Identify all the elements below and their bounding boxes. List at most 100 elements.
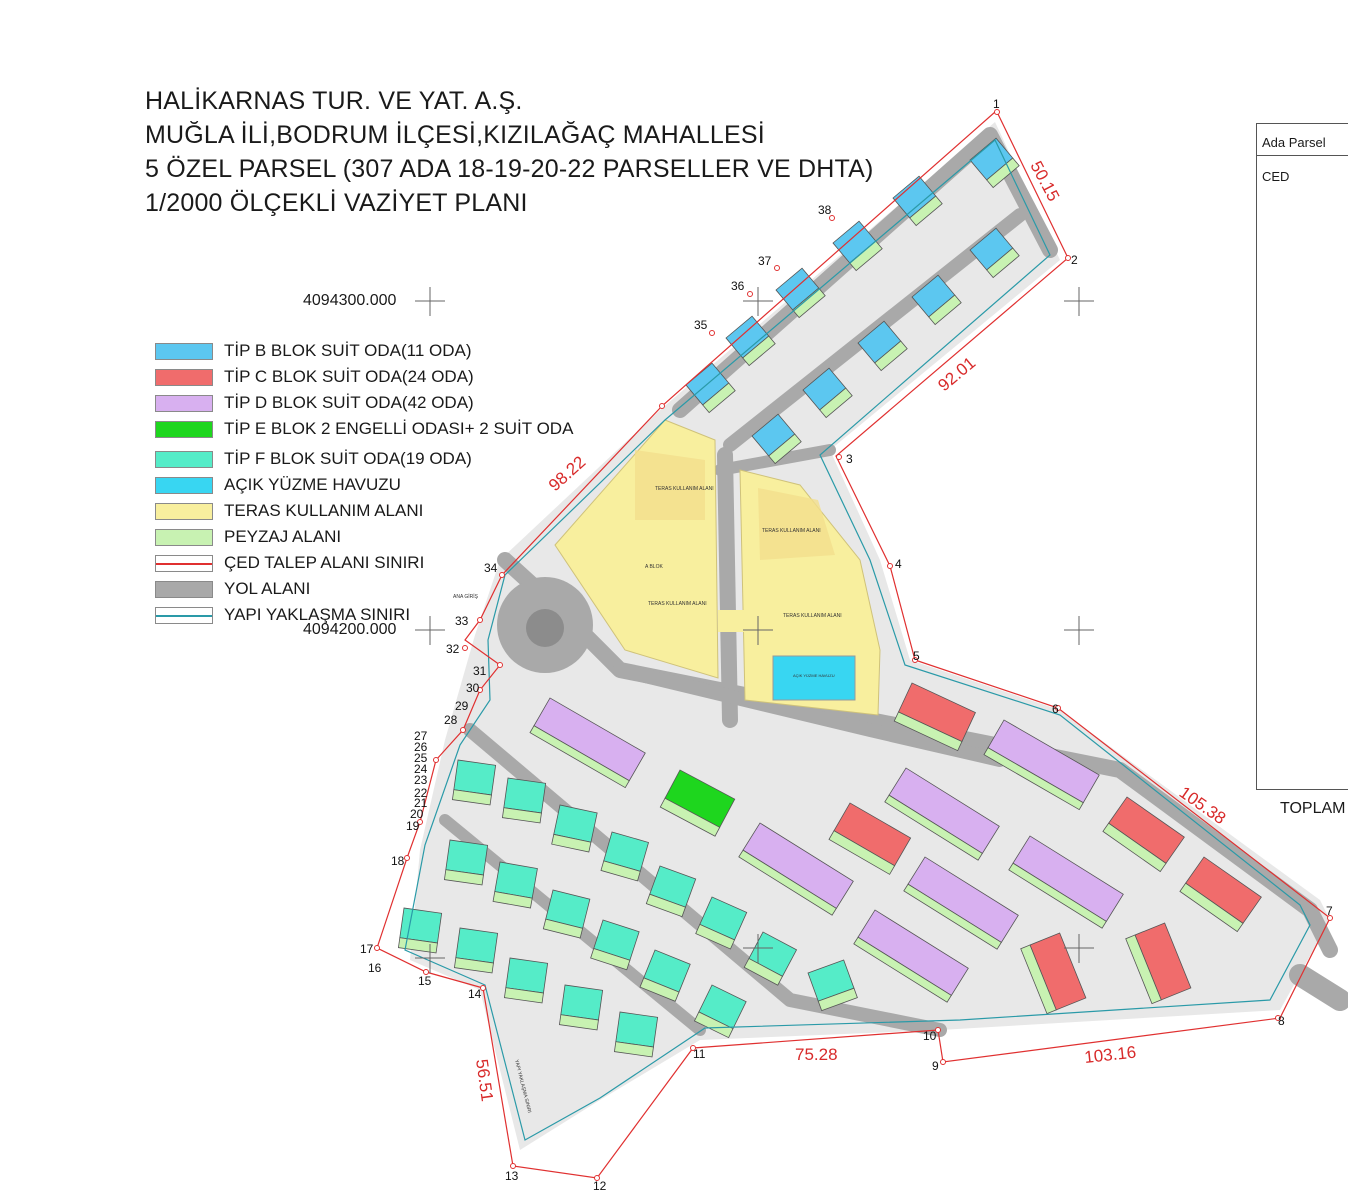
svg-text:AÇIK YÜZME HAVUZU: AÇIK YÜZME HAVUZU: [793, 673, 835, 678]
svg-text:16: 16: [368, 961, 382, 975]
legend-swatch: [155, 368, 213, 386]
coord-label-north: 4094300.000: [303, 292, 397, 309]
title-company: HALİKARNAS TUR. VE YAT. A.Ş.: [145, 87, 523, 115]
svg-text:TERAS KULLANIM ALANI: TERAS KULLANIM ALANI: [655, 486, 714, 492]
svg-text:18: 18: [391, 854, 405, 868]
table-header: Ada Parsel: [1257, 124, 1348, 156]
svg-text:8: 8: [1278, 1014, 1285, 1028]
svg-text:26: 26: [414, 740, 428, 754]
legend-item: YAPI YAKLAŞMA SINIRI: [155, 602, 573, 628]
svg-text:30: 30: [466, 681, 480, 695]
title-location: MUĞLA İLİ,BODRUM İLÇESİ,KIZILAĞAÇ MAHALL…: [145, 121, 765, 149]
svg-text:56.51: 56.51: [472, 1058, 497, 1103]
legend-item: TİP D BLOK SUİT ODA(42 ODA): [155, 390, 573, 416]
title-scale: 1/2000 ÖLÇEKLİ VAZİYET PLANI: [145, 189, 528, 217]
svg-text:36: 36: [731, 279, 745, 293]
legend-item: TİP B BLOK SUİT ODA(11 ODA): [155, 338, 573, 364]
title-parcel: 5 ÖZEL PARSEL (307 ADA 18-19-20-22 PARSE…: [145, 155, 874, 183]
ced-boundary: [376, 111, 1331, 1179]
legend-item: TİP C BLOK SUİT ODA(24 ODA): [155, 364, 573, 390]
terrace-area: TERAS KULLANIM ALANI TERAS KULLANIM ALAN…: [554, 419, 881, 716]
type-e-block: [659, 769, 736, 837]
svg-text:12: 12: [593, 1179, 607, 1193]
svg-text:4: 4: [895, 557, 902, 571]
setback-boundary: [404, 139, 1311, 1141]
svg-text:38: 38: [818, 203, 832, 217]
legend-swatch: [155, 606, 213, 624]
svg-text:22: 22: [414, 786, 428, 800]
svg-text:7: 7: [1326, 904, 1333, 918]
legend-swatch: [155, 342, 213, 360]
legend-label: AÇIK YÜZME HAVUZU: [224, 475, 401, 494]
svg-text:13: 13: [505, 1169, 519, 1183]
svg-text:92.01: 92.01: [934, 353, 979, 395]
legend-item: AÇIK YÜZME HAVUZU: [155, 472, 573, 498]
legend-swatch: [155, 420, 213, 438]
svg-text:50.15: 50.15: [1026, 158, 1063, 204]
entrance-label: ANA GİRİŞ: [453, 593, 479, 600]
svg-text:29: 29: [455, 699, 469, 713]
legend-label: TERAS KULLANIM ALANI: [224, 501, 424, 520]
legend-label: TİP E BLOK 2 ENGELLİ ODASI+ 2 SUİT ODA: [224, 419, 574, 438]
svg-text:103.16: 103.16: [1083, 1043, 1137, 1067]
legend-swatch: [155, 476, 213, 494]
svg-text:33: 33: [455, 614, 469, 628]
svg-text:TERAS KULLANIM ALANI: TERAS KULLANIM ALANI: [783, 613, 842, 619]
svg-text:35: 35: [694, 318, 708, 332]
svg-text:2: 2: [1071, 253, 1078, 267]
svg-text:20: 20: [410, 807, 424, 821]
svg-text:5: 5: [913, 649, 920, 663]
type-b-blocks: [685, 137, 1020, 465]
type-d-blocks: [529, 697, 1124, 1003]
svg-text:10: 10: [923, 1029, 937, 1043]
legend-item: TİP E BLOK 2 ENGELLİ ODASI+ 2 SUİT ODA: [155, 416, 573, 442]
svg-text:3: 3: [846, 452, 853, 466]
type-c-blocks: [828, 682, 1262, 1015]
legend-label: TİP F BLOK SUİT ODA(19 ODA): [224, 449, 472, 468]
table-total-label: TOPLAM: [1280, 800, 1346, 817]
svg-text:A BLOK: A BLOK: [645, 564, 663, 570]
legend-swatch: [155, 394, 213, 412]
svg-text:6: 6: [1052, 702, 1059, 716]
svg-text:15: 15: [418, 974, 432, 988]
legend-label: TİP C BLOK SUİT ODA(24 ODA): [224, 367, 474, 386]
boundary-vertices: [374, 109, 1333, 1181]
svg-text:21: 21: [414, 796, 428, 810]
legend-swatch: [155, 528, 213, 546]
legend-item: TİP F BLOK SUİT ODA(19 ODA): [155, 446, 573, 472]
svg-text:1: 1: [993, 97, 1000, 111]
legend-label: TİP D BLOK SUİT ODA(42 ODA): [224, 393, 474, 412]
point-labels: 1 2 3 4 5 6 7 8 9 10 11 12 13 14 15 16 1…: [360, 97, 1333, 1193]
map-legend: TİP B BLOK SUİT ODA(11 ODA) TİP C BLOK S…: [155, 338, 573, 628]
svg-text:17: 17: [360, 942, 374, 956]
legend-item: TERAS KULLANIM ALANI: [155, 498, 573, 524]
svg-text:25: 25: [414, 751, 428, 765]
legend-label: TİP B BLOK SUİT ODA(11 ODA): [224, 341, 472, 360]
svg-text:23: 23: [414, 773, 428, 787]
grid-crosshairs: [415, 287, 1094, 973]
legend-label: ÇED TALEP ALANI SINIRI: [224, 553, 425, 572]
parcel-table: Ada Parsel CED: [1256, 123, 1348, 790]
legend-item: ÇED TALEP ALANI SINIRI: [155, 550, 573, 576]
open-pool: [772, 655, 856, 701]
legend-item: PEYZAJ ALANI: [155, 524, 573, 550]
legend-label: PEYZAJ ALANI: [224, 527, 342, 546]
svg-text:28: 28: [444, 713, 458, 727]
svg-text:24: 24: [414, 762, 428, 776]
svg-text:TERAS KULLANIM ALANI: TERAS KULLANIM ALANI: [648, 601, 707, 607]
svg-text:31: 31: [473, 664, 487, 678]
legend-item: YOL ALANI: [155, 576, 573, 602]
legend-swatch: [155, 450, 213, 468]
coord-label-south: 4094200.000: [303, 621, 397, 638]
svg-text:TERAS KULLANIM ALANI: TERAS KULLANIM ALANI: [762, 528, 821, 534]
plan-title: HALİKARNAS TUR. VE YAT. A.Ş. MUĞLA İLİ,B…: [145, 84, 874, 220]
svg-text:19: 19: [406, 819, 420, 833]
svg-text:37: 37: [758, 254, 772, 268]
roundabout-island: [526, 609, 564, 647]
legend-label: YOL ALANI: [224, 579, 311, 598]
svg-text:75.28: 75.28: [795, 1045, 838, 1064]
svg-text:11: 11: [693, 1047, 706, 1061]
table-row: CED: [1262, 169, 1290, 184]
legend-swatch: [155, 554, 213, 572]
